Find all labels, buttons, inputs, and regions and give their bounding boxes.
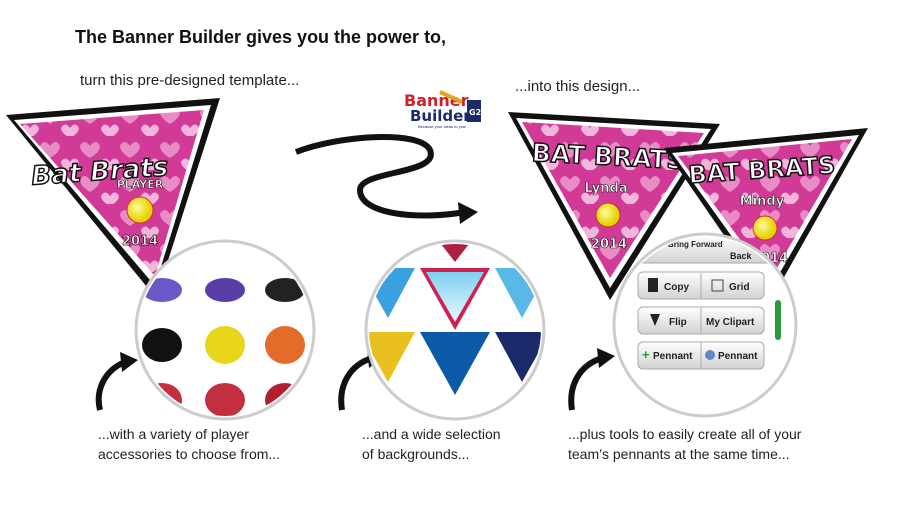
- backgrounds-magnifier: [364, 239, 546, 421]
- svg-text:2014: 2014: [591, 237, 627, 252]
- svg-text:Builder: Builder: [410, 107, 471, 125]
- designed-pennant-mindy: BAT BRATS Mindy 2014: [664, 128, 868, 302]
- subtitle-template: turn this pre-designed template...: [80, 72, 300, 89]
- copy-button[interactable]: Copy: [664, 282, 689, 293]
- tools-magnifier: Bring Forward Back Copy Grid Flip My Cli…: [612, 232, 798, 418]
- template-year: 2014: [122, 234, 158, 249]
- svg-text:Mindy: Mindy: [740, 194, 785, 209]
- arrow-tools: [568, 355, 604, 411]
- my-clipart-button[interactable]: My Clipart: [706, 317, 755, 328]
- svg-text:BAT BRATS: BAT BRATS: [531, 138, 685, 175]
- arrow-accessories: [95, 359, 127, 411]
- svg-text:G2: G2: [469, 108, 481, 117]
- back-button[interactable]: Back: [730, 251, 753, 261]
- bring-forward-button[interactable]: Bring Forward: [668, 240, 723, 249]
- caption-tools: ...plus tools to easily create all of yo…: [568, 426, 802, 462]
- plus-icon: +: [642, 347, 650, 362]
- arrow-backgrounds: [338, 355, 374, 411]
- copy-icon: [648, 278, 658, 292]
- flip-button[interactable]: Flip: [669, 317, 687, 328]
- template-pennant: Bat Brats PLAYER 2014: [6, 98, 220, 298]
- flip-icon: [650, 314, 660, 326]
- svg-text:Because your ideas to you!: Because your ideas to you!: [418, 124, 466, 129]
- svg-text:Lynda: Lynda: [584, 181, 627, 196]
- remove-pennant-button[interactable]: Pennant: [718, 351, 758, 362]
- banner-builder-logo: Banner Builder G2 Because your ideas to …: [404, 90, 481, 129]
- accessories-magnifier: [134, 239, 316, 421]
- swirl-arrow: [294, 134, 466, 219]
- grid-icon: [711, 279, 724, 292]
- template-name: PLAYER: [117, 178, 164, 191]
- headline: The Banner Builder gives you the power t…: [75, 27, 447, 47]
- minus-icon: [705, 350, 715, 360]
- grid-button[interactable]: Grid: [729, 282, 750, 293]
- subtitle-design: ...into this design...: [515, 78, 641, 95]
- add-pennant-button[interactable]: Pennant: [653, 351, 693, 362]
- designed-pennant-lynda: BAT BRATS Lynda 2014: [508, 112, 720, 300]
